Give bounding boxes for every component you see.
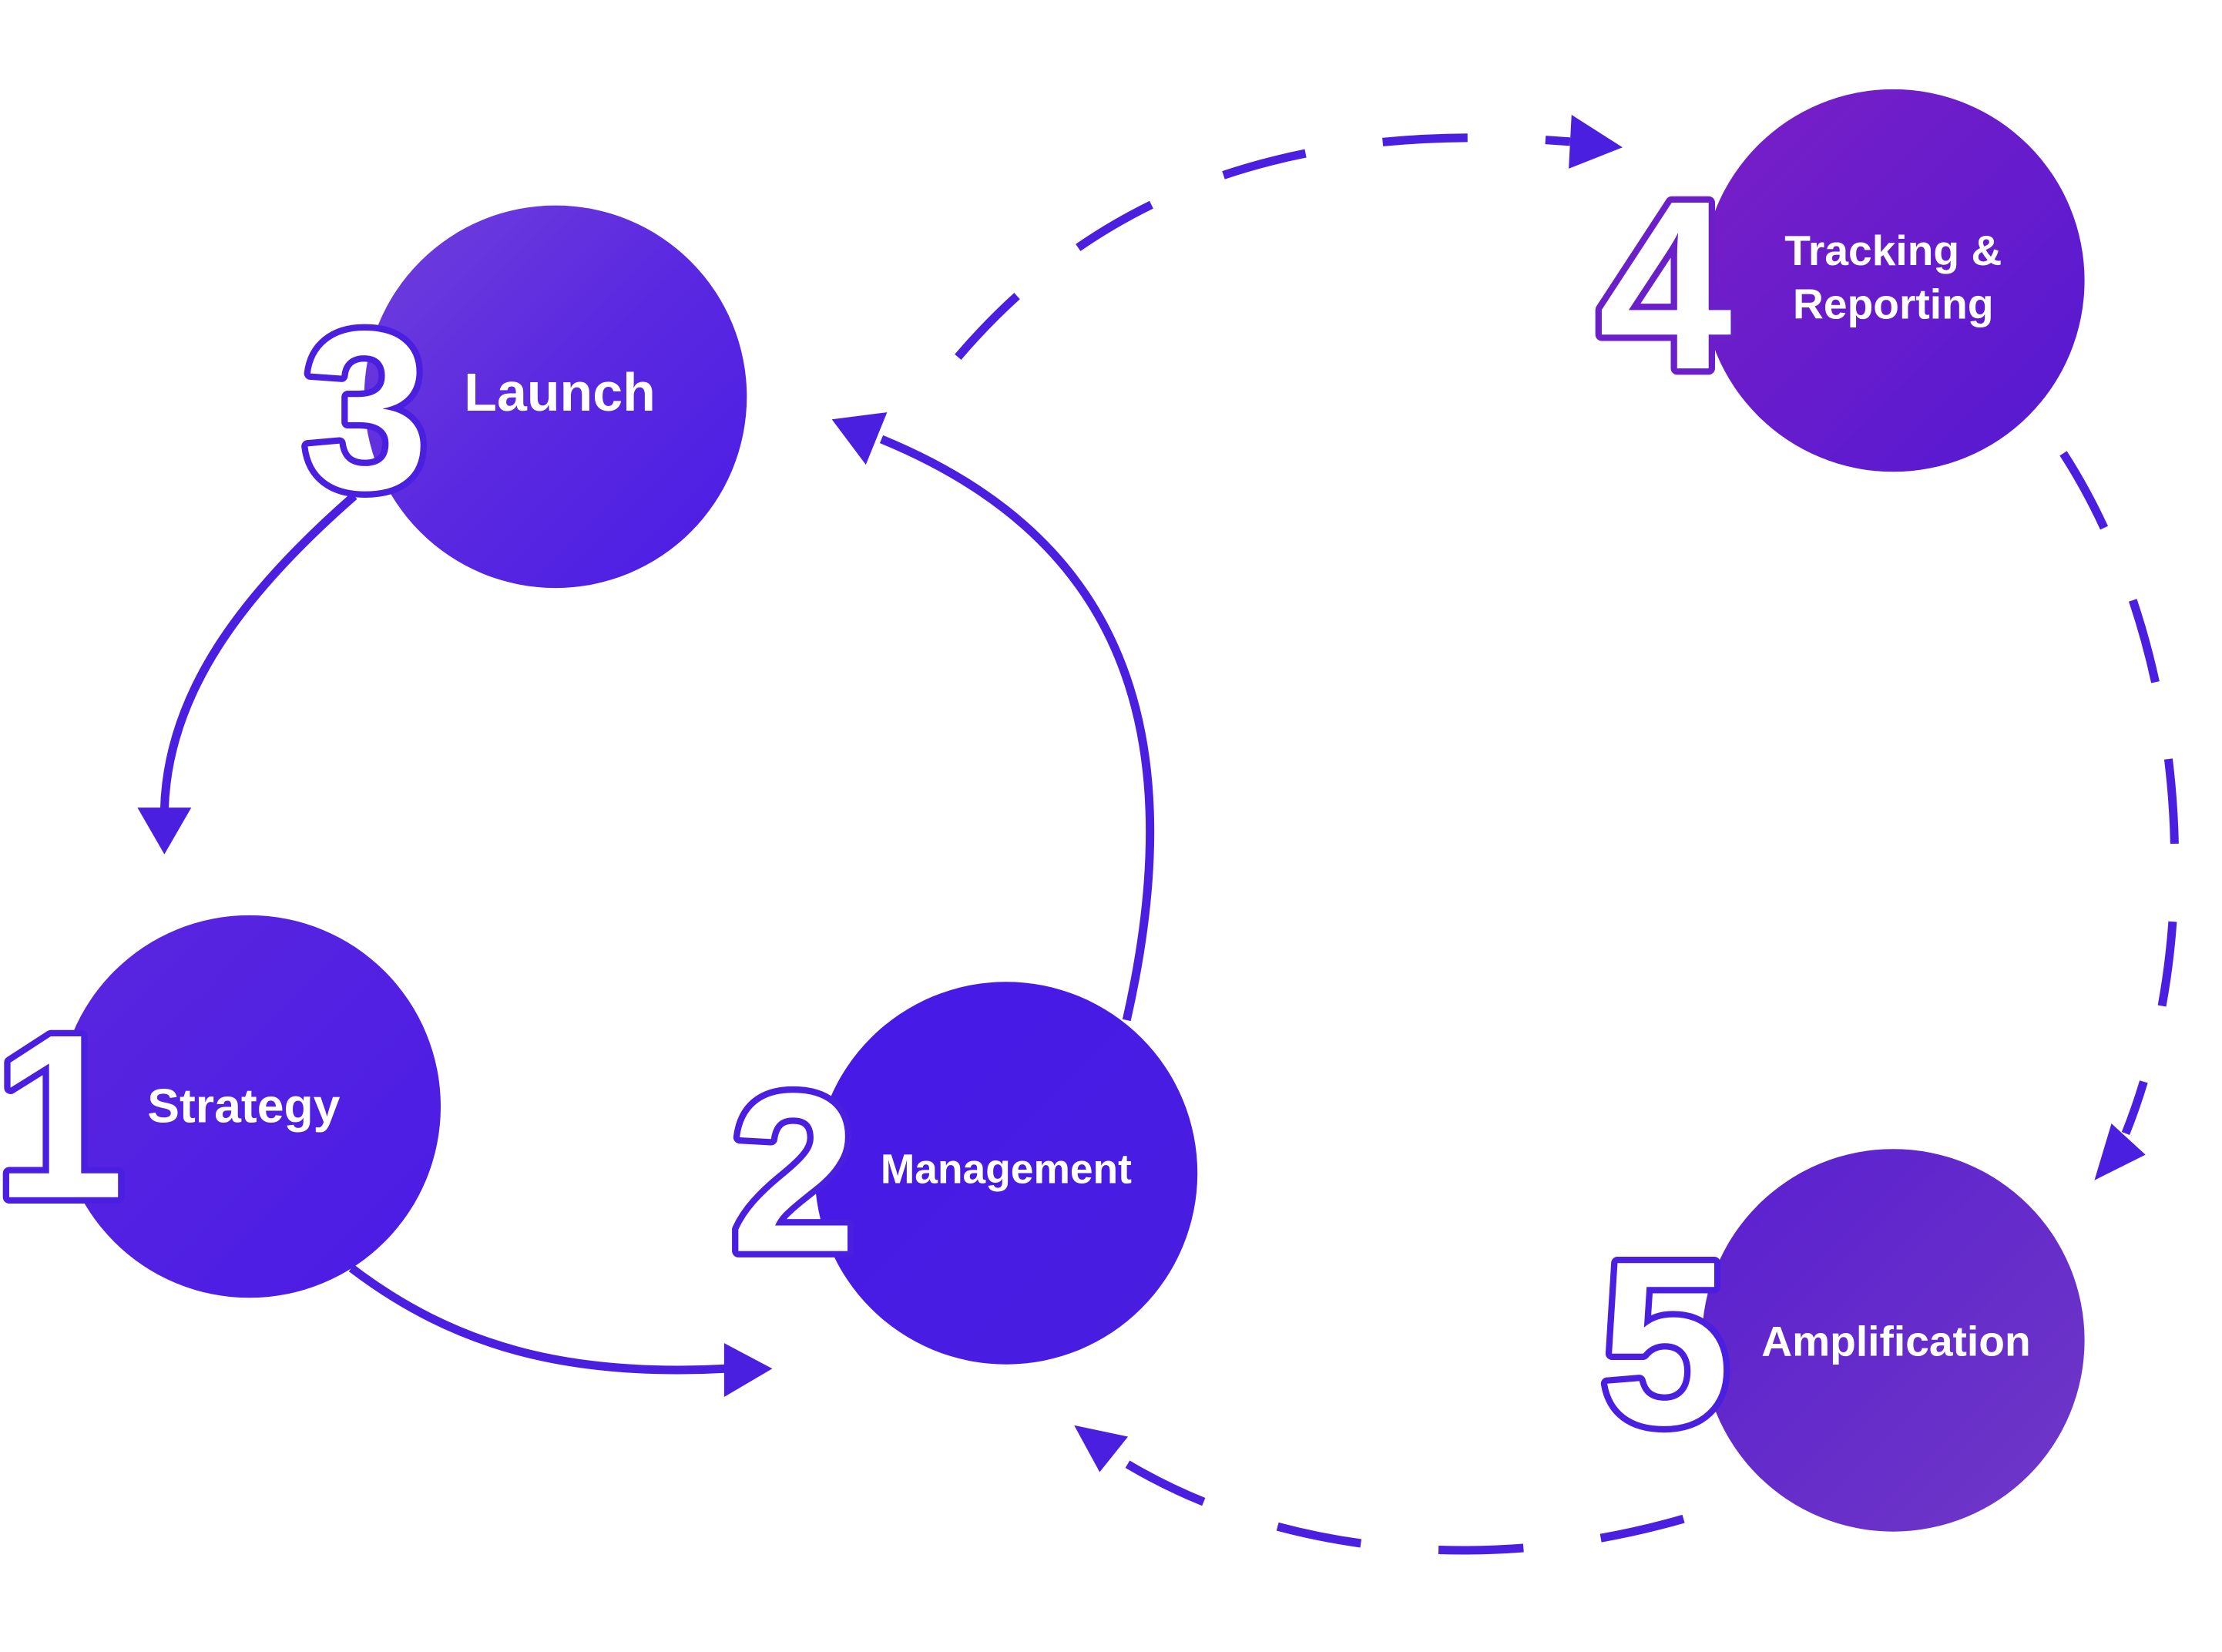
step-launch: 3 Launch: [296, 205, 747, 589]
arrowhead-to-tracking: [1569, 114, 1623, 169]
connector-management-to-launch: [879, 435, 1155, 1022]
step-tracking-reporting: 4 Tracking & Reporting: [1592, 89, 2085, 472]
connector-launch-to-tracking: [955, 133, 1571, 360]
step-management: 2 Management: [724, 982, 1198, 1365]
step-circle-launch: [364, 205, 747, 589]
step-circle-tracking: [1701, 89, 2085, 472]
step-number-4: 4: [1598, 151, 1734, 420]
connector-strategy-to-management: [348, 1264, 727, 1375]
connector-launch-to-strategy: [159, 492, 357, 811]
step-label-amplification: Amplification: [1761, 1318, 2030, 1365]
connector-amplification-to-management: [1117, 1456, 1685, 1555]
step-amplification: 5 Amplification: [1593, 1149, 2085, 1532]
arrowhead-to-management-dashed: [1074, 1425, 1129, 1472]
arrowhead-to-strategy: [137, 808, 192, 855]
arrowhead-to-launch: [831, 412, 888, 465]
step-strategy: 1 Strategy: [0, 915, 441, 1298]
step-label-strategy: Strategy: [147, 1079, 340, 1133]
step-label-tracking-line-2: Reporting: [1793, 280, 1993, 328]
arrowhead-to-amplification: [2094, 1123, 2146, 1180]
step-number-3: 3: [303, 284, 429, 537]
step-circle-management: [814, 982, 1198, 1365]
connectors: [137, 114, 2180, 1555]
step-label-tracking-line-1: Tracking &: [1784, 227, 2002, 274]
step-label-management: Management: [881, 1147, 1132, 1192]
step-circle-strategy: [58, 915, 441, 1298]
arrowhead-to-management: [723, 1343, 773, 1398]
step-label-launch: Launch: [464, 362, 655, 422]
step-circle-amplification: [1701, 1149, 2085, 1532]
step-number-2: 2: [730, 1047, 857, 1300]
step-number-1: 1: [0, 986, 125, 1247]
connector-tracking-to-amplification: [2059, 451, 2180, 1136]
step-number-5: 5: [1600, 1213, 1730, 1474]
